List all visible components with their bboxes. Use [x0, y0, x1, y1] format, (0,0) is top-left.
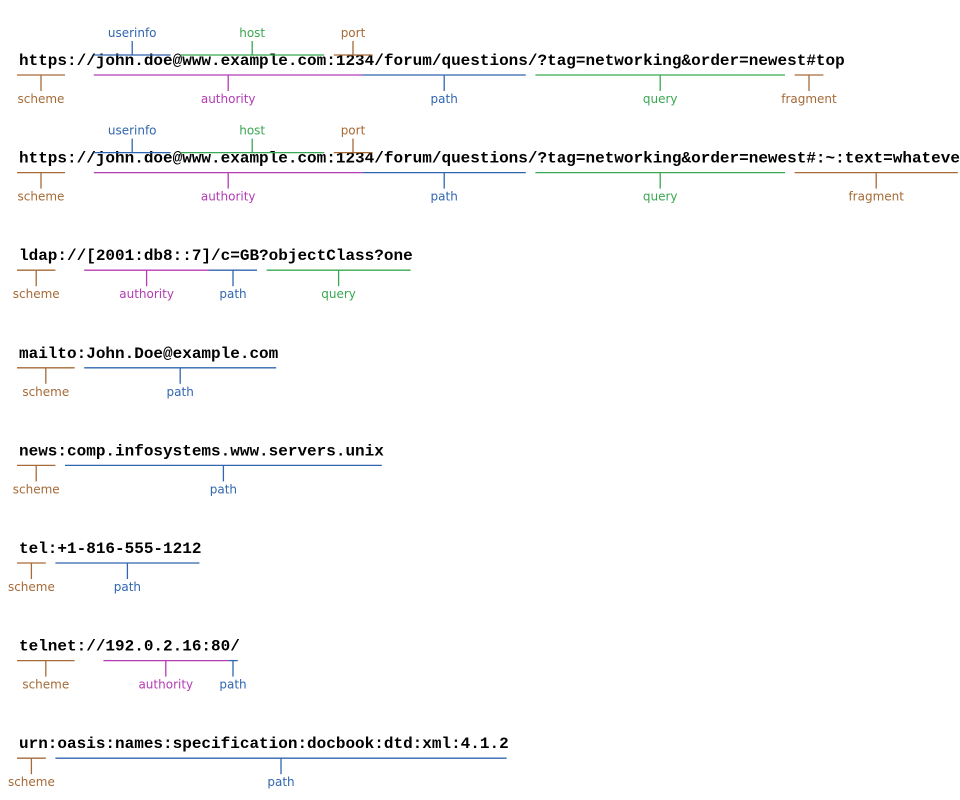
scheme-annotation: scheme: [17, 659, 75, 692]
port-annotation: port: [333, 26, 373, 56]
fragment-label: fragment: [848, 190, 904, 204]
scheme-label: scheme: [13, 482, 60, 496]
port-annotation: port: [333, 124, 373, 154]
path-label: path: [114, 580, 141, 594]
authority-label: authority: [201, 190, 256, 204]
authority-annotation: authority: [84, 269, 209, 301]
scheme-annotation: scheme: [17, 171, 65, 204]
uri-string: telnet://192.0.2.16:80/: [19, 638, 240, 656]
scheme-label: scheme: [13, 287, 60, 301]
userinfo-annotation: userinfo: [93, 26, 171, 56]
query-annotation: query: [535, 74, 785, 106]
userinfo-label: userinfo: [108, 26, 157, 40]
scheme-annotation: scheme: [13, 269, 60, 301]
path-label: path: [219, 287, 246, 301]
port-label: port: [341, 26, 366, 40]
authority-label: authority: [119, 287, 174, 301]
path-annotation: path: [55, 757, 507, 789]
path-label: path: [219, 678, 246, 692]
query-label: query: [321, 287, 356, 301]
scheme-annotation: scheme: [8, 562, 55, 594]
host-annotation: host: [180, 124, 325, 154]
scheme-annotation: scheme: [17, 74, 65, 106]
path-annotation: path: [219, 659, 247, 692]
scheme-label: scheme: [22, 385, 69, 399]
path-annotation: path: [362, 74, 526, 106]
authority-annotation: authority: [93, 171, 363, 204]
path-annotation: path: [84, 367, 277, 399]
path-annotation: path: [209, 269, 257, 301]
path-label: path: [431, 92, 458, 106]
query-label: query: [643, 92, 678, 106]
query-annotation: query: [535, 171, 785, 204]
uri-string: https://john.doe@www.example.com:1234/fo…: [19, 52, 845, 70]
userinfo-annotation: userinfo: [93, 124, 171, 154]
path-label: path: [267, 775, 294, 789]
uri-string: https://john.doe@www.example.com:1234/fo…: [19, 150, 960, 168]
path-label: path: [167, 385, 194, 399]
scheme-label: scheme: [8, 775, 55, 789]
query-label: query: [643, 190, 678, 204]
host-label: host: [239, 26, 265, 40]
uri-string: news:comp.infosystems.www.servers.unix: [19, 442, 384, 460]
scheme-annotation: scheme: [13, 464, 60, 496]
host-annotation: host: [180, 26, 325, 56]
authority-label: authority: [201, 92, 256, 106]
path-annotation: path: [362, 171, 526, 204]
fragment-label: fragment: [781, 92, 837, 106]
path-label: path: [431, 190, 458, 204]
port-label: port: [341, 124, 366, 138]
uri-string: mailto:John.Doe@example.com: [19, 345, 279, 363]
uri-string: tel:+1-816-555-1212: [19, 540, 201, 558]
scheme-label: scheme: [8, 580, 55, 594]
path-annotation: path: [55, 562, 200, 594]
scheme-label: scheme: [18, 190, 65, 204]
authority-annotation: authority: [103, 659, 229, 692]
authority-annotation: authority: [93, 74, 363, 106]
uri-string: ldap://[2001:db8::7]/c=GB?objectClass?on…: [19, 247, 413, 265]
path-label: path: [210, 482, 237, 496]
host-label: host: [239, 124, 265, 138]
userinfo-label: userinfo: [108, 124, 157, 138]
scheme-label: scheme: [22, 678, 69, 692]
fragment-annotation: fragment: [794, 171, 958, 204]
scheme-annotation: scheme: [17, 367, 75, 399]
fragment-annotation: fragment: [781, 74, 837, 106]
authority-label: authority: [138, 678, 193, 692]
scheme-label: scheme: [18, 92, 65, 106]
uri-string: urn:oasis:names:specification:docbook:dt…: [19, 735, 509, 753]
path-annotation: path: [65, 464, 382, 496]
scheme-annotation: scheme: [8, 757, 55, 789]
query-annotation: query: [266, 269, 411, 301]
